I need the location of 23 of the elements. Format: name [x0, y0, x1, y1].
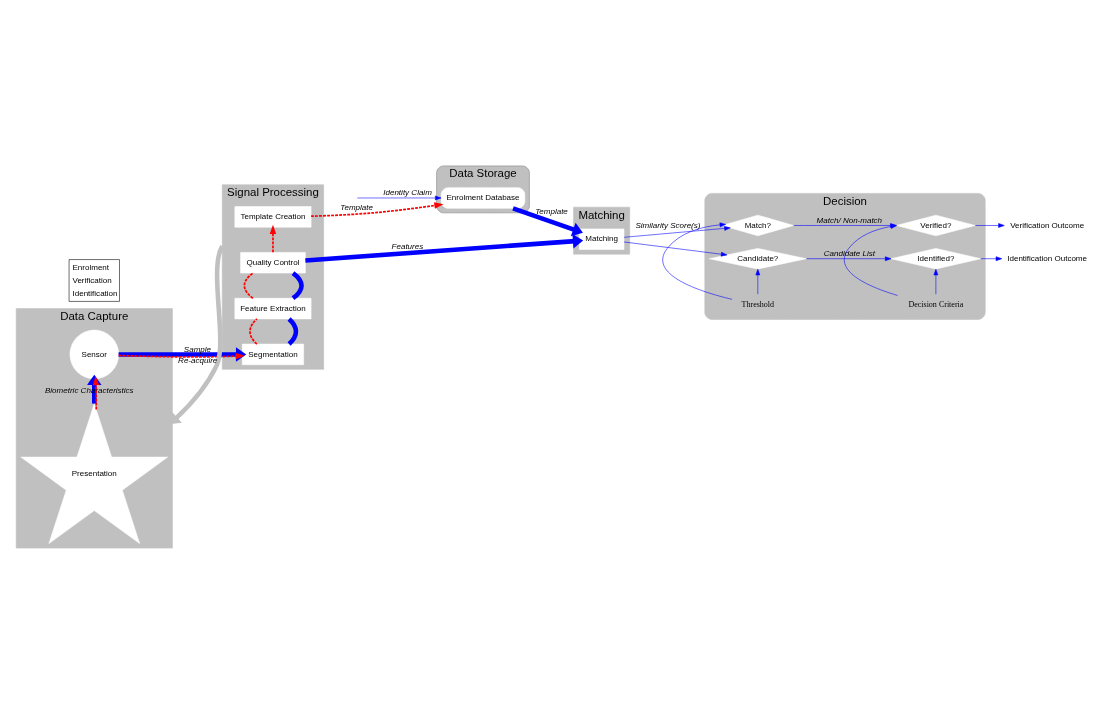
- arrow: [310, 201, 444, 217]
- arrow: [623, 241, 728, 256]
- arrow: [117, 352, 245, 359]
- arrow: [980, 255, 1003, 261]
- arrow: [118, 346, 247, 362]
- arrow: [975, 222, 1005, 228]
- node-text: Decision Criteria: [908, 299, 964, 309]
- arrow: [357, 195, 442, 200]
- node-text: Threshold: [741, 299, 775, 309]
- arrow: [269, 224, 277, 253]
- connector: [291, 270, 304, 300]
- arrow: [662, 222, 733, 300]
- arrow: [305, 233, 584, 263]
- connector: [249, 317, 258, 345]
- arrow: [933, 268, 939, 294]
- arrow: [512, 205, 583, 236]
- connector: [287, 316, 299, 346]
- arrow: [92, 375, 100, 410]
- arrow: [806, 255, 892, 261]
- connector: [243, 271, 254, 299]
- arrow: [169, 244, 225, 424]
- arrow: [623, 225, 731, 238]
- arrow: [755, 268, 761, 294]
